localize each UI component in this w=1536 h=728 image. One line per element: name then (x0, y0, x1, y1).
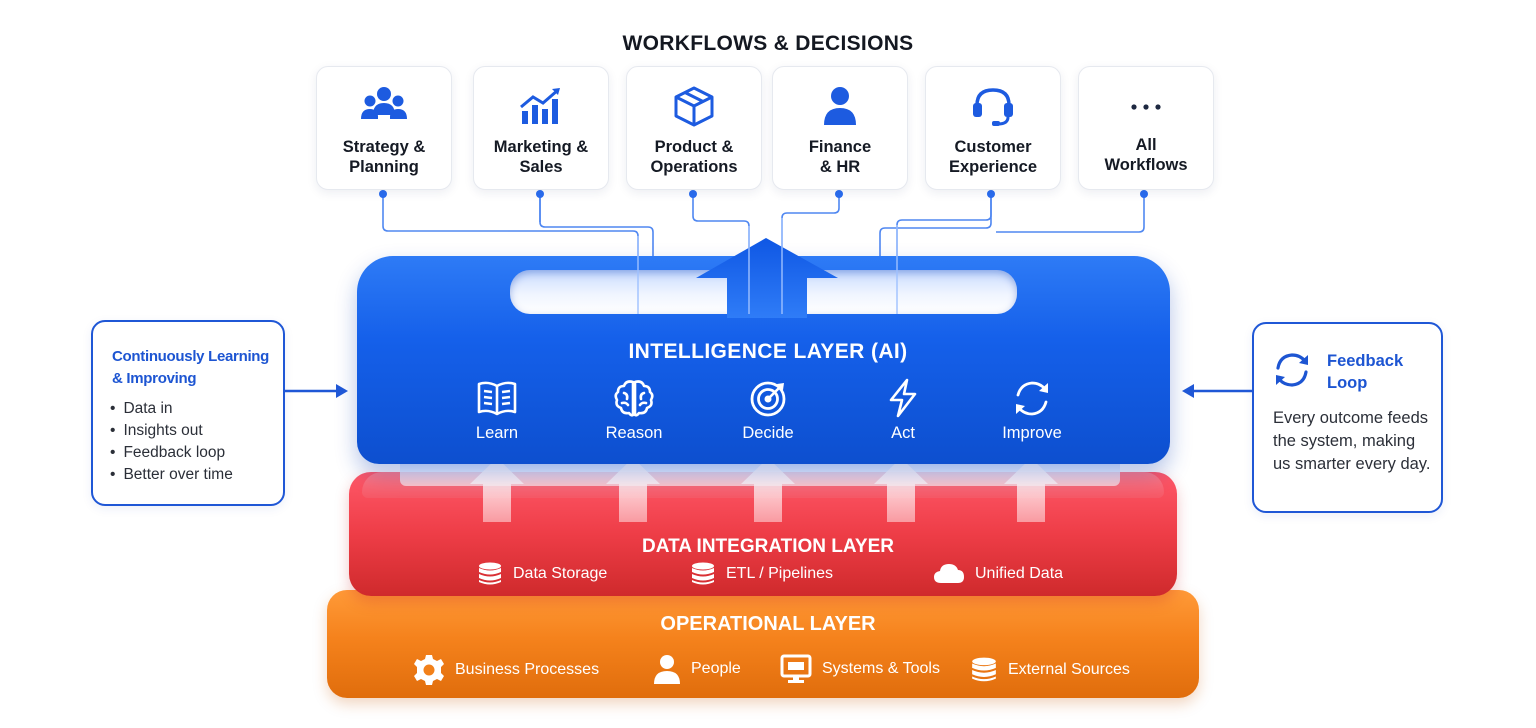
feedback-panel: Feedback Loop Every outcome feeds the sy… (1252, 322, 1443, 513)
lightning-icon (889, 378, 917, 418)
capability-label: Decide (742, 424, 794, 442)
learning-panel: Continuously Learning & Improving Data i… (91, 320, 285, 506)
operational-item-label: Systems & Tools (822, 660, 940, 677)
intelligence-layer-title: INTELLIGENCE LAYER (AI) (628, 340, 908, 363)
person-icon (654, 655, 680, 684)
more-dots-icon (1131, 104, 1161, 110)
arrow-up-icon (741, 458, 795, 522)
workflow-label: Product & Operations (650, 138, 738, 176)
list-item: Feedback loop (110, 442, 233, 464)
operational-item-label: Business Processes (455, 661, 600, 678)
operational-item-systems: Systems & Tools (780, 654, 940, 684)
workflow-card-finance[interactable]: Finance & HR (772, 66, 908, 190)
workflow-label: All Workflows (1104, 136, 1188, 174)
operational-item-external: External Sources (970, 656, 1130, 684)
database-icon (972, 657, 996, 682)
learning-panel-list: Data in Insights out Feedback loop Bette… (110, 398, 233, 486)
feedback-panel-title: Feedback Loop (1327, 352, 1404, 392)
arrow-right-icon (336, 384, 348, 398)
refresh-icon (1276, 353, 1308, 387)
growth-chart-icon (520, 88, 560, 124)
operational-layer-title: OPERATIONAL LAYER (660, 613, 876, 635)
capability-improve: Improve (977, 378, 1087, 443)
workflow-label: Strategy & Planning (342, 138, 426, 176)
arrow-up-icon (470, 458, 524, 522)
book-icon (477, 381, 517, 416)
box-icon (674, 86, 714, 127)
data-item-unified: Unified Data (933, 562, 1063, 586)
capability-label: Act (891, 424, 915, 442)
data-layer-title: DATA INTEGRATION LAYER (642, 536, 894, 557)
feedback-panel-text: Every outcome feeds the system, making u… (1273, 409, 1431, 473)
workflow-label: Marketing & Sales (493, 138, 589, 176)
headset-icon (973, 88, 1013, 126)
person-icon (824, 87, 856, 125)
capability-label: Learn (475, 424, 519, 442)
learning-panel-title: Continuously Learning & Improving (112, 348, 270, 387)
list-item: Better over time (110, 464, 232, 486)
workflow-card-strategy[interactable]: Strategy & Planning (316, 66, 452, 190)
workflow-card-product[interactable]: Product & Operations (626, 66, 762, 190)
team-icon (361, 87, 407, 119)
monitor-icon (780, 654, 812, 683)
arrow-left-icon (1182, 384, 1194, 398)
workflow-card-all[interactable]: All Workflows (1078, 66, 1214, 190)
operational-layer (327, 590, 1199, 698)
list-item: Insights out (110, 420, 233, 442)
operational-item-label: People (691, 660, 741, 677)
list-item: Data in (110, 398, 233, 420)
data-item-label: Data Storage (513, 565, 608, 582)
data-item-storage: Data Storage (477, 562, 607, 586)
database-icon (479, 562, 501, 585)
capability-learn: Learn (442, 378, 552, 443)
data-item-etl: ETL / Pipelines (690, 562, 833, 586)
capability-label: Reason (605, 424, 663, 442)
workflow-label: Customer Experience (948, 138, 1038, 176)
cloud-icon (934, 564, 964, 583)
target-icon (750, 381, 786, 417)
workflow-card-customer[interactable]: Customer Experience (925, 66, 1061, 190)
operational-item-label: External Sources (1008, 661, 1130, 678)
workflow-card-marketing[interactable]: Marketing & Sales (473, 66, 609, 190)
arrow-up-icon (874, 458, 928, 522)
data-item-label: Unified Data (975, 565, 1064, 582)
gear-icon (414, 655, 444, 685)
brain-icon (614, 380, 654, 417)
arrow-up-icon (1004, 458, 1058, 522)
workflow-label: Finance & HR (808, 138, 872, 176)
data-item-label: ETL / Pipelines (726, 565, 834, 582)
capability-decide: Decide (713, 378, 823, 443)
cycle-icon (1016, 381, 1048, 416)
capability-reason: Reason (579, 378, 689, 443)
operational-item-business: Business Processes (413, 654, 599, 686)
database-icon (692, 562, 714, 585)
arrow-up-icon (606, 458, 660, 522)
page-title: WORKFLOWS & DECISIONS (622, 32, 914, 55)
capability-act: Act (848, 378, 958, 443)
arrow-up-icon (696, 238, 838, 318)
capability-label: Improve (1002, 424, 1062, 442)
operational-item-people: People (653, 654, 741, 684)
